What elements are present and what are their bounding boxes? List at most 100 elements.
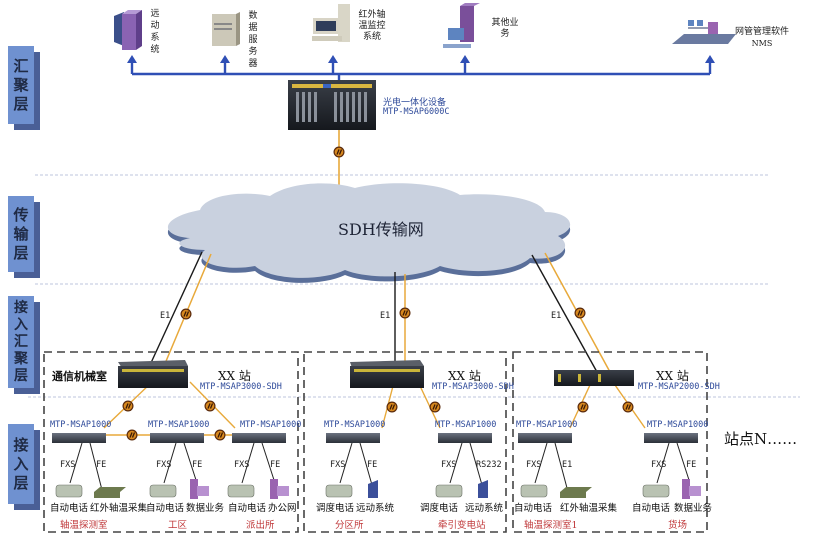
end-device-label: 远动系统 <box>465 503 504 514</box>
station-model: MTP-MSAP3000-SDH <box>200 382 282 392</box>
port-label: FXS <box>234 460 250 470</box>
layer-char: 聚 <box>14 350 28 367</box>
end-device-label: 调度电话 <box>316 503 355 514</box>
access-node-model: MTP-MSAP1000 <box>240 420 302 430</box>
site-label: 货场 <box>668 520 688 531</box>
e1-label: E1 <box>160 311 171 321</box>
core-device-name: 光电一体化设备 <box>383 98 447 108</box>
e1-label: E1 <box>380 311 391 321</box>
layer-char: 入 <box>14 316 28 333</box>
site-label: 分区所 <box>335 520 364 531</box>
end-device-label: 自动电话 <box>228 503 267 514</box>
layer-char: 层 <box>13 473 29 492</box>
end-device-label: 自动电话 <box>632 503 671 514</box>
layer-tag-convergence: 汇 聚 层 <box>8 46 34 124</box>
service-label-other: 其他业 务 <box>489 18 521 40</box>
pc-icons <box>190 479 701 499</box>
access-node-model: MTP-MSAP1000 <box>50 420 112 430</box>
layer-tag-access: 接 入 层 <box>8 424 34 504</box>
end-device-label: 自动电话 <box>50 503 89 514</box>
site-label: 轴温探测室 <box>60 520 108 531</box>
server-tower-icon <box>114 10 142 50</box>
e1-links <box>149 251 598 373</box>
data-server-icon <box>212 12 240 46</box>
more-sites-label: 站点N…… <box>724 430 798 448</box>
service-label-nms: 网管管理软件 NMS <box>735 27 789 49</box>
workstation-icon <box>443 3 480 48</box>
end-device-label: 红外轴温采集 <box>560 503 618 514</box>
port-label: FXS <box>441 460 457 470</box>
service-label-infrared: 红外轴 温监控 系统 <box>357 10 387 43</box>
port-label: FXS <box>156 460 172 470</box>
label-line: 务 <box>500 29 510 39</box>
access-node-model: MTP-MSAP1000 <box>324 420 386 430</box>
station-device-2 <box>350 360 424 388</box>
layer-char: 层 <box>14 367 28 384</box>
core-device-model: MTP-MSAP6000C <box>383 107 450 117</box>
end-device-label: 办公网 <box>268 503 297 514</box>
port-label: FE <box>367 460 378 470</box>
sdh-cloud <box>167 183 571 283</box>
port-label: FE <box>686 460 697 470</box>
access-node-model: MTP-MSAP1000 <box>148 420 210 430</box>
label-line: 温监控 <box>358 21 386 31</box>
port-label: FXS <box>651 460 667 470</box>
end-device-label: 调度电话 <box>420 503 459 514</box>
telecontrol-icons <box>368 480 488 498</box>
end-device-label: 数据业务 <box>186 503 225 514</box>
layer-char: 输 <box>13 224 29 243</box>
layer-char: 汇 <box>14 333 28 350</box>
station-model: MTP-MSAP2000-SDH <box>638 382 720 392</box>
layer-char: 层 <box>13 243 29 262</box>
port-label: RS232 <box>476 460 502 470</box>
end-device-label: 自动电话 <box>514 503 553 514</box>
layer-char: 入 <box>13 454 29 473</box>
core-device-rack <box>288 80 376 130</box>
label-line: NMS <box>751 39 773 48</box>
layer-char: 接 <box>14 299 28 316</box>
label-line: 系统 <box>362 32 381 42</box>
end-device-label: 数据业务 <box>674 503 713 514</box>
port-label: FXS <box>60 460 76 470</box>
station-title: XX 站 <box>448 369 481 383</box>
label-line: 网管管理软件 <box>735 27 790 37</box>
station-room: 通信机械室 <box>52 370 107 383</box>
end-device-label: 远动系统 <box>356 503 395 514</box>
station-device-3 <box>554 370 634 386</box>
port-label: FE <box>192 460 203 470</box>
layer-char: 聚 <box>13 75 29 94</box>
port-label: FE <box>270 460 281 470</box>
site-label: 工区 <box>168 520 188 531</box>
site-label: 轴温探测室1 <box>524 520 578 531</box>
service-label-data-server: 数据服务器 <box>248 11 258 69</box>
station-title: XX 站 <box>218 369 251 383</box>
service-bus <box>127 55 715 80</box>
port-label: FXS <box>526 460 542 470</box>
station-model: MTP-MSAP3000-SDH <box>432 382 514 392</box>
end-device-label: 自动电话 <box>146 503 185 514</box>
e1-label: E1 <box>551 311 562 321</box>
site-label: 派出所 <box>246 520 275 531</box>
layer-char: 接 <box>13 435 29 454</box>
access-drops <box>69 442 690 491</box>
access-node-model: MTP-MSAP1000 <box>647 420 709 430</box>
cloud-label: SDH传输网 <box>338 220 424 239</box>
layer-tag-access-convergence: 接 入 汇 聚 层 <box>8 296 34 388</box>
label-line: 其他业 <box>491 18 519 28</box>
access-node-model: MTP-MSAP1000 <box>516 420 578 430</box>
station-title: XX 站 <box>656 369 689 383</box>
phone-icons <box>55 484 670 498</box>
access-node-model: MTP-MSAP1000 <box>435 420 497 430</box>
collector-icons <box>94 487 592 498</box>
monitoring-pc-icon <box>312 4 350 42</box>
access-units <box>52 433 698 443</box>
network-management-icon <box>672 20 736 44</box>
site-label: 牵引变电站 <box>438 520 486 531</box>
layer-char: 传 <box>13 205 29 224</box>
port-label: FXS <box>330 460 346 470</box>
station-device-1 <box>118 360 188 388</box>
service-label-telecontrol: 远动系统 <box>150 9 160 55</box>
port-label: FE <box>96 460 107 470</box>
end-device-label: 红外轴温采集 <box>90 503 148 514</box>
